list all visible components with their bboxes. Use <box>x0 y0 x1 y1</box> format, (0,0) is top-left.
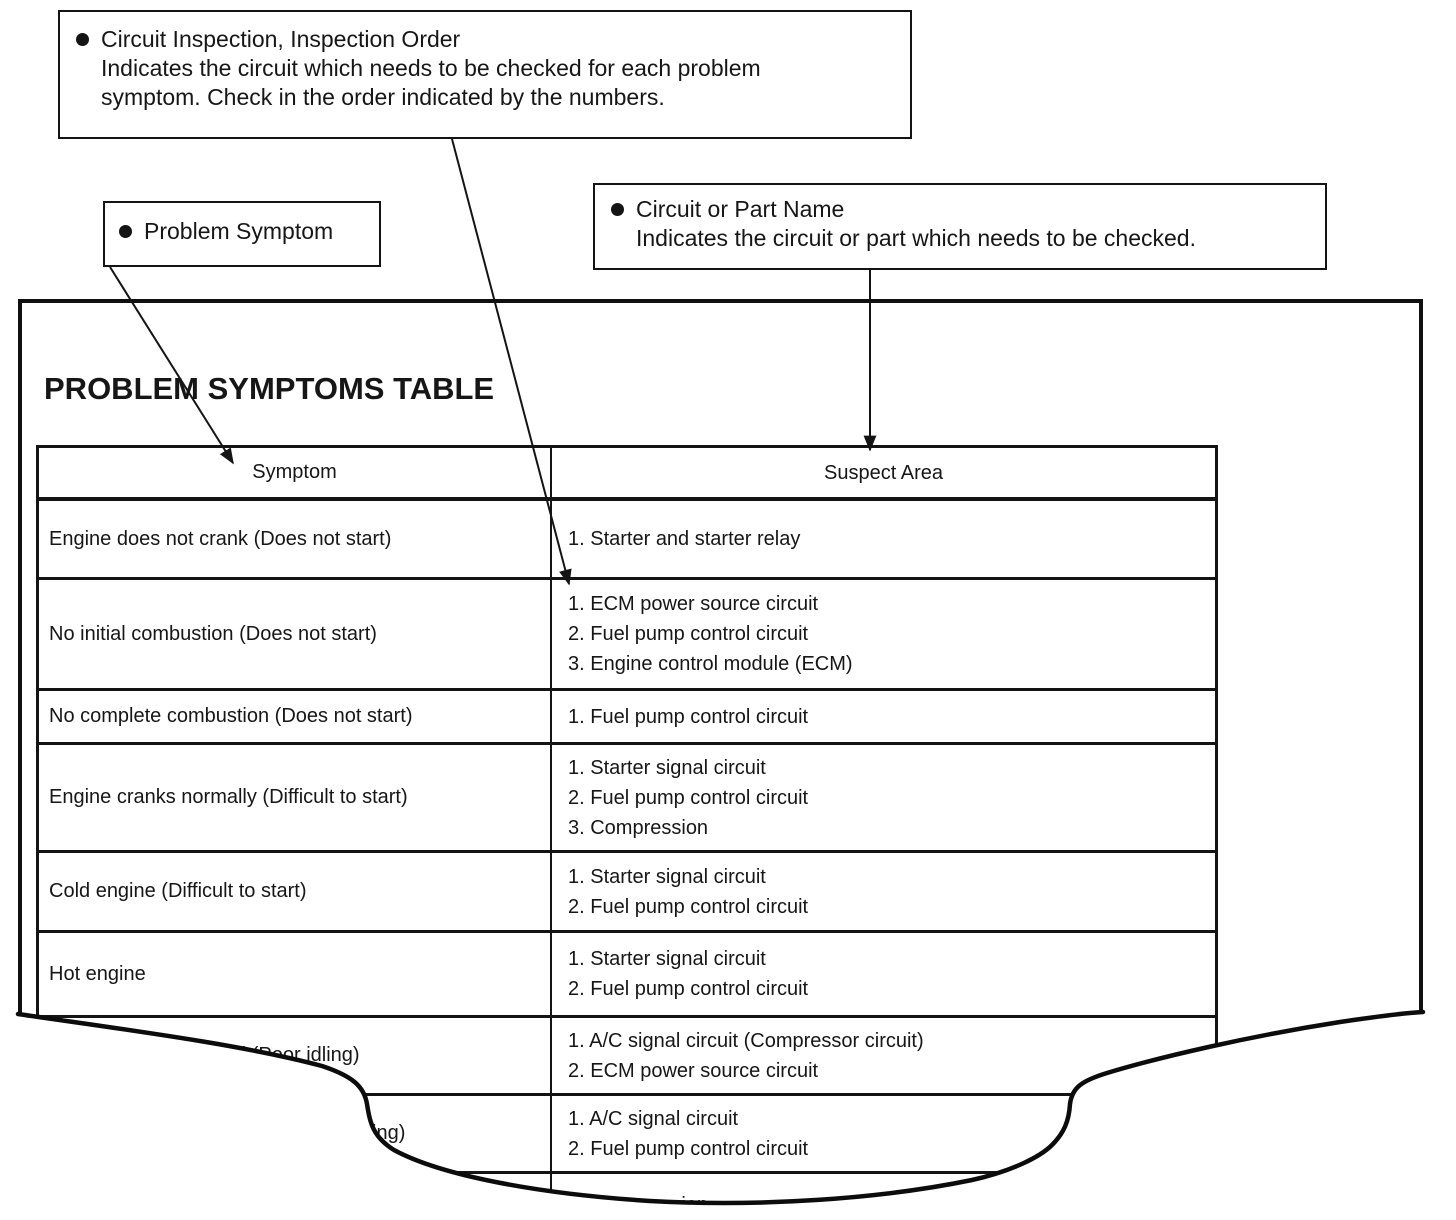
suspect-area-item: 1. Starter signal circuit <box>568 865 766 888</box>
symptom-cell: Engine does not crank (Does not start) <box>39 501 552 577</box>
suspect-area-item: 1. A/C signal circuit (Compressor circui… <box>568 1029 924 1052</box>
table-header-symptom: Symptom <box>39 448 552 497</box>
table-row: Engine cranks normally (Difficult to sta… <box>39 745 1215 853</box>
callout-title-row: Circuit or Part Name <box>611 195 1317 224</box>
suspect-area-cell: 1. Starter signal circuit 2. Fuel pump co… <box>552 853 1215 930</box>
suspect-area-cell: 1. A/C signal circuit (Compressor circui… <box>552 1018 1215 1093</box>
symptom-cell: Hot engine <box>39 933 552 1015</box>
suspect-area-item: 3. Engine control module (ECM) <box>568 653 853 675</box>
bullet-icon <box>611 203 624 216</box>
callout-title-row: Circuit Inspection, Inspection Order <box>76 25 902 54</box>
bullet-icon <box>119 225 132 238</box>
page-title: PROBLEM SYMPTOMS TABLE <box>44 371 495 406</box>
suspect-area-cell: 1. Fuel pump control circuit <box>552 691 1215 742</box>
bullet-icon <box>76 33 89 46</box>
problem-symptoms-table: Symptom Suspect Area Engine does not cra… <box>36 445 1218 1220</box>
callout-title-row: Problem Symptom <box>119 217 379 246</box>
suspect-area-item: 2. Fuel pump control circuit <box>568 895 809 918</box>
callout-body-line: symptom. Check in the order indicated by… <box>101 84 665 110</box>
table-row: Engine does not crank (Does not start) 1.… <box>39 501 1215 580</box>
symptom-cell: No complete combustion (Does not start) <box>39 691 552 742</box>
callout-circuit-or-part-name-title: Circuit or Part Name <box>636 196 845 222</box>
callout-circuit-inspection-title: Circuit Inspection, Inspection Order <box>101 26 461 52</box>
suspect-area-item: 1. Starter signal circuit <box>568 756 766 779</box>
callout-circuit-inspection: Circuit Inspection, Inspection Order Ind… <box>58 10 912 139</box>
suspect-area-item: 1. A/C signal circuit <box>568 1107 739 1130</box>
suspect-area-item: 2. Fuel pump control circuit <box>568 1137 809 1160</box>
table-row: idle speed (Poor idling) 1. A/C signal ci… <box>39 1018 1215 1096</box>
suspect-area-item: 2. Fuel pump control circuit <box>568 786 809 809</box>
callout-circuit-or-part-name: Circuit or Part Name Indicates the circu… <box>593 183 1327 270</box>
suspect-area-item: 1. Fuel pump control circuit <box>568 705 809 728</box>
callout-problem-symptom: Problem Symptom <box>103 201 381 267</box>
callout-problem-symptom-label: Problem Symptom <box>144 218 334 244</box>
suspect-area-item: 1. Compression <box>568 1194 709 1216</box>
table-row: Hot engine 1. Starter signal circuit 2. Fu… <box>39 933 1215 1018</box>
suspect-area-item: 2. Fuel pump control circuit <box>568 623 809 645</box>
callout-body-line: Indicates the circuit or part which need… <box>636 225 1196 251</box>
callout-circuit-inspection-body: Indicates the circuit which needs to be … <box>101 54 902 112</box>
suspect-area-cell: 1. Starter signal circuit 2. Fuel pump co… <box>552 745 1215 850</box>
callout-circuit-or-part-name-body: Indicates the circuit or part which need… <box>636 224 1317 253</box>
table-row: No complete combustion (Does not start) 1… <box>39 691 1215 745</box>
table-header-suspect-area: Suspect Area <box>824 461 943 484</box>
callout-body-line: Indicates the circuit which needs to be … <box>101 55 761 81</box>
suspect-area-item: 1. ECM power source circuit <box>568 593 819 615</box>
table-header-row: Symptom Suspect Area <box>39 448 1215 501</box>
suspect-area-cell: 1. A/C signal circuit 2. Fuel pump contro… <box>552 1096 1215 1171</box>
suspect-area-cell: 1. Starter and starter relay <box>552 501 1215 577</box>
suspect-area-cell: 1. ECM power source circuit 2. Fuel pump … <box>552 580 1215 688</box>
symptom-cell: Cold engine (Difficult to start) <box>39 853 552 930</box>
suspect-area-cell: 1. Compression2. Fuel pump control circu… <box>552 1174 1215 1220</box>
symptom-cell <box>39 1174 552 1220</box>
suspect-area-cell: 1. Starter signal circuit 2. Fuel pump co… <box>552 933 1215 1015</box>
suspect-area-item: 2. ECM power source circuit <box>568 1059 819 1082</box>
suspect-area-item: 3. Compression <box>568 816 709 839</box>
table-row: ing) 1. A/C signal circuit 2. Fuel pump co… <box>39 1096 1215 1174</box>
table-row: 1. Compression2. Fuel pump control circu… <box>39 1174 1215 1220</box>
table-row: Cold engine (Difficult to start)1. Start… <box>39 853 1215 933</box>
suspect-area-item: 1. Starter and starter relay <box>568 528 801 550</box>
table-body: Engine does not crank (Does not start)1.… <box>39 501 1215 1220</box>
page-border <box>18 299 1423 1171</box>
suspect-area-item: 2. Fuel pump control circuit <box>568 978 809 1000</box>
suspect-area-item: 1. Starter signal circuit <box>568 948 766 970</box>
symptom-cell: No initial combustion (Does not start) <box>39 580 552 688</box>
symptom-cell: Engine cranks normally (Difficult to sta… <box>39 745 552 850</box>
symptom-cell: idle speed (Poor idling) <box>39 1018 552 1093</box>
symptom-cell: ing) <box>39 1096 552 1171</box>
table-row: No initial combustion (Does not start)1.… <box>39 580 1215 691</box>
